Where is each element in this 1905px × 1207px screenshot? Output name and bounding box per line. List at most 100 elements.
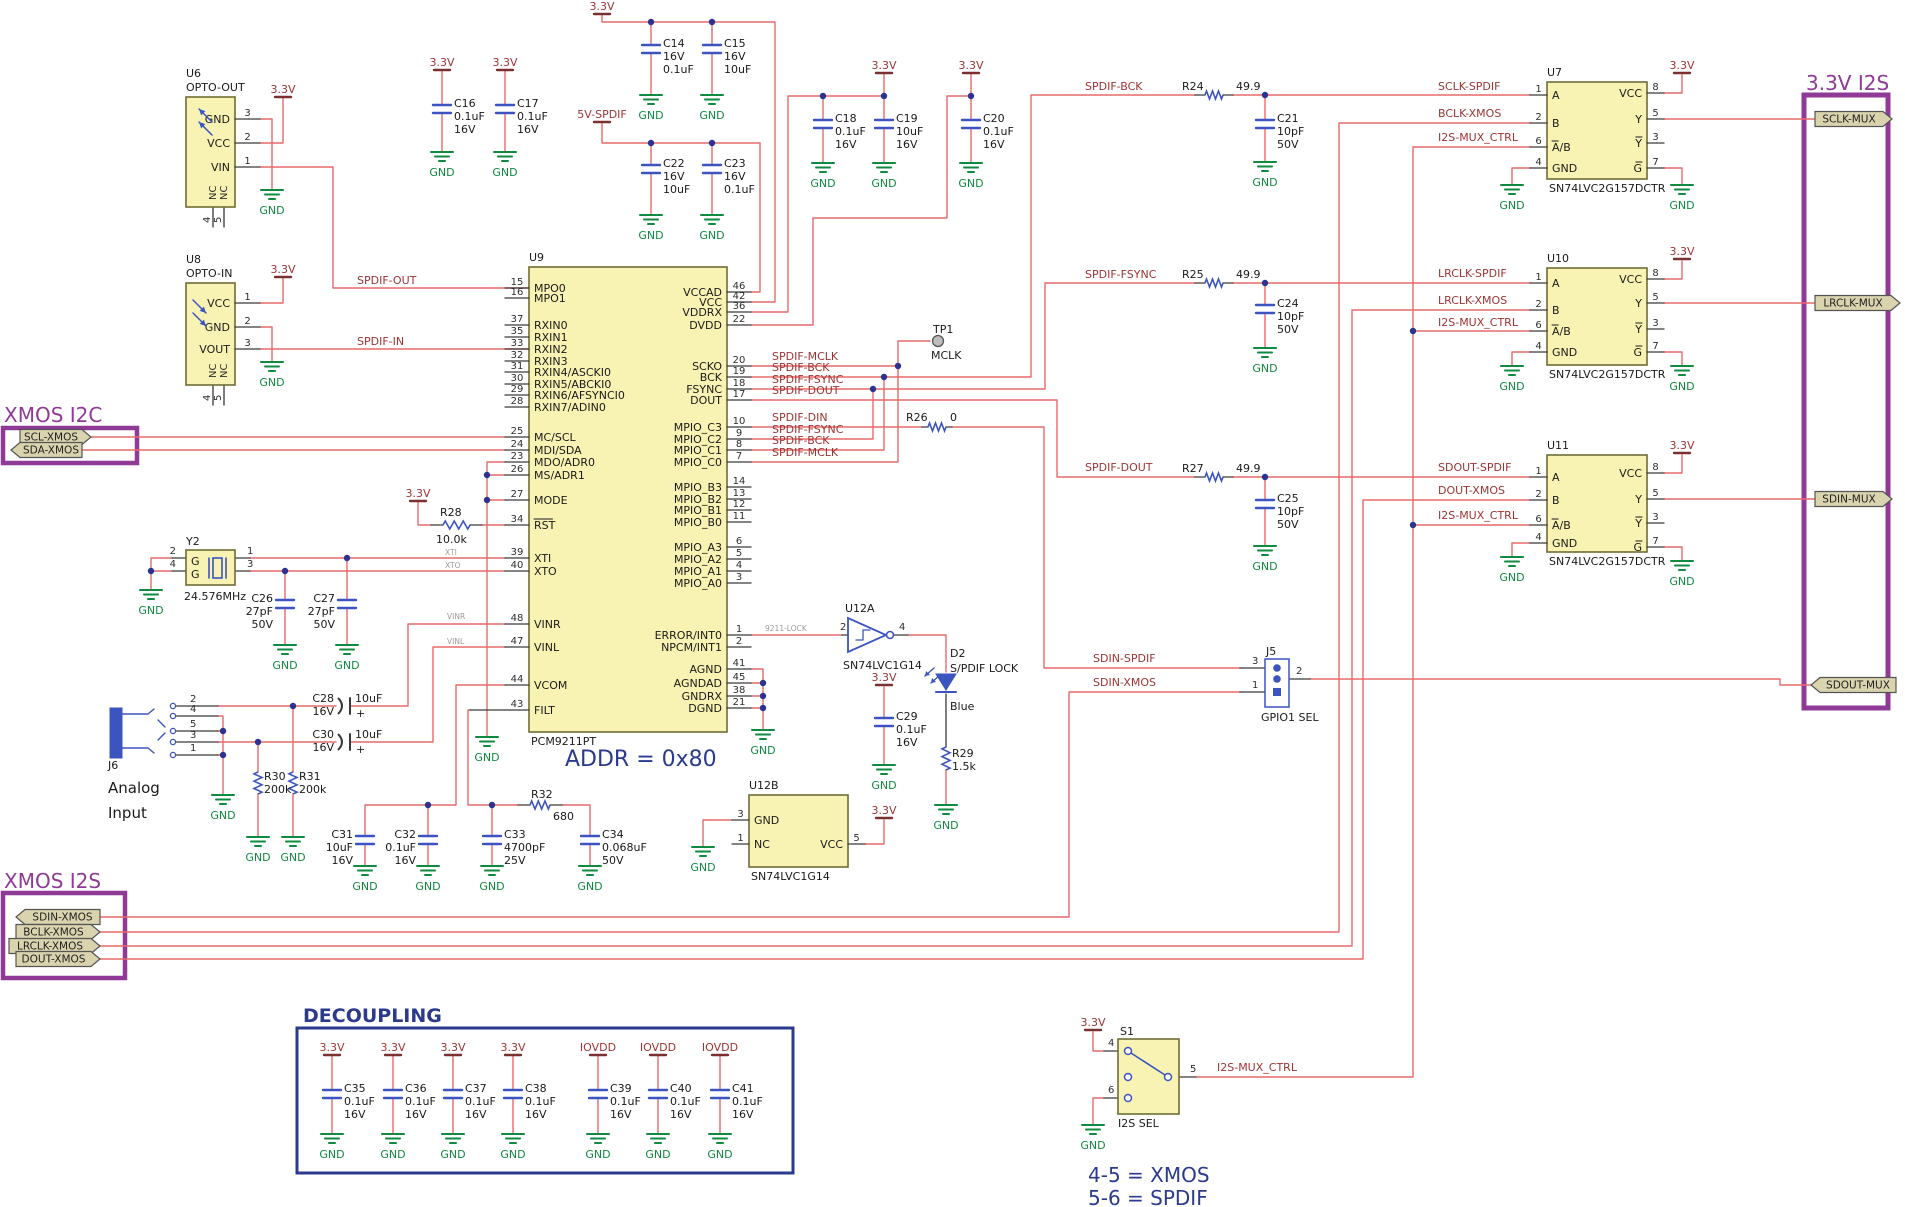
junction-dot — [147, 567, 155, 575]
cap-label: 0.1uF — [405, 1095, 436, 1108]
pin-name: MPIO_B1 — [674, 504, 722, 517]
power-label: 3.3V — [1669, 439, 1694, 452]
gnd-label: GND — [1499, 380, 1524, 393]
component-label: GPIO1 SEL — [1261, 711, 1319, 724]
net-label: I2S-MUX_CTRL — [1438, 131, 1519, 144]
cap-label: 16V — [732, 1108, 754, 1121]
pin-number: 20 — [733, 355, 746, 366]
junction-dot — [254, 738, 262, 746]
cap-label: 16V — [405, 1108, 427, 1121]
pin-number: 17 — [733, 389, 746, 400]
pin-name: DVDD — [689, 319, 722, 332]
cap-label: 0.068uF — [602, 841, 647, 854]
cap-label: 4700pF — [504, 841, 545, 854]
resistor-icon-R31 — [287, 771, 299, 795]
pin-number: 14 — [733, 476, 746, 487]
net-flag-label: SCLK-MUX — [1822, 114, 1875, 126]
pin-name: GND — [1552, 346, 1577, 359]
cap-label: 10pF — [1277, 125, 1304, 138]
capacitor-icon — [337, 697, 343, 715]
gnd-label: GND — [500, 1148, 525, 1161]
pin-number: 44 — [511, 674, 524, 685]
cap-label: C41 — [732, 1082, 754, 1095]
pin-number: 5 — [1190, 1064, 1196, 1075]
switch-contact — [1123, 1072, 1133, 1082]
cap-label: C26 — [251, 592, 273, 605]
capacitor-icon — [337, 733, 343, 751]
pin-number: 3 — [244, 338, 250, 349]
section-title: XMOS I2S — [4, 869, 101, 893]
jack-pin — [169, 712, 177, 720]
net-label: BCLK-XMOS — [1438, 107, 1501, 120]
net-label: SDIN-SPDIF — [1093, 652, 1156, 665]
power-label: 3.3V — [871, 59, 896, 72]
junction-dot — [894, 362, 902, 370]
pin-name: B — [1552, 494, 1560, 507]
resistor-icon-R27 — [1204, 470, 1224, 484]
cap-label: 0.1uF — [670, 1095, 701, 1108]
cap-plus: + — [356, 743, 365, 756]
pin-name: A — [1552, 277, 1560, 290]
net-flag-label: SCL-XMOS — [24, 432, 78, 444]
cap-label: C16 — [454, 97, 476, 110]
cap-label: 0.1uF — [724, 183, 755, 196]
pin-number: 5 — [1652, 488, 1658, 499]
pin-name: VCC — [1619, 273, 1642, 286]
net-label: SPDIF-MCLK — [772, 350, 839, 363]
pin-name: MPIO_A0 — [674, 577, 722, 590]
pin-number: 42 — [733, 291, 746, 302]
component-label: I2S SEL — [1118, 1117, 1160, 1130]
wire — [1511, 542, 1531, 558]
wire — [349, 646, 506, 743]
power-label: 3.3V — [270, 83, 295, 96]
wire — [1663, 74, 1683, 94]
net-label: DOUT-XMOS — [1438, 484, 1505, 497]
resistor-icon-R28 — [442, 519, 471, 531]
gnd-label: GND — [272, 659, 297, 672]
junction-dot — [880, 92, 888, 100]
gnd-label: GND — [415, 880, 440, 893]
gnd-label: GND — [334, 659, 359, 672]
component-label: R30 — [264, 770, 286, 783]
net-flag-DOUT-XMOS — [15, 950, 101, 968]
ic-ref: U10 — [1547, 252, 1569, 265]
pin-number: 8 — [736, 439, 742, 450]
component-label: Analog — [108, 779, 160, 797]
component-label: R32 — [531, 788, 553, 801]
junction-dot — [1261, 91, 1269, 99]
pin-number: 27 — [511, 489, 524, 500]
note: ADDR = 0x80 — [565, 747, 717, 772]
pin-name: G — [1633, 162, 1642, 175]
pin-name: MDO/ADR0 — [534, 456, 595, 469]
jack-pin — [169, 702, 177, 710]
pin-name: Y — [1634, 493, 1642, 506]
net-flag-label: BCLK-XMOS — [23, 927, 84, 939]
gnd-label: GND — [210, 809, 235, 822]
cap-label: 10uF — [896, 125, 923, 138]
wire — [1663, 260, 1683, 280]
cap-label: C20 — [983, 112, 1005, 125]
gnd-label: GND — [645, 1148, 670, 1161]
junction-dot — [759, 679, 767, 687]
gnd-label: GND — [429, 166, 454, 179]
wire — [750, 365, 899, 463]
component-label: 200k — [299, 783, 327, 796]
pin-number: 8 — [1652, 462, 1658, 473]
pin-number: 8 — [1652, 268, 1658, 279]
component-label: Blue — [950, 700, 975, 713]
small-net-label: 9211-LOCK — [765, 624, 808, 633]
component-label: Input — [108, 804, 147, 822]
wire — [750, 95, 972, 326]
gnd-label: GND — [1669, 575, 1694, 588]
component-label: 49.9 — [1236, 80, 1261, 93]
note: 5-6 = SPDIF — [1088, 1186, 1208, 1207]
pin-number: 13 — [733, 488, 746, 499]
wire — [750, 95, 885, 313]
cap-label: 0.1uF — [454, 110, 485, 123]
xmos-i2c-box — [0, 425, 140, 466]
pin-name: G — [1633, 541, 1642, 554]
opto-arrow-head — [199, 319, 206, 326]
resistor-icon-R32 — [529, 798, 551, 812]
pin-number: 2 — [736, 636, 742, 647]
